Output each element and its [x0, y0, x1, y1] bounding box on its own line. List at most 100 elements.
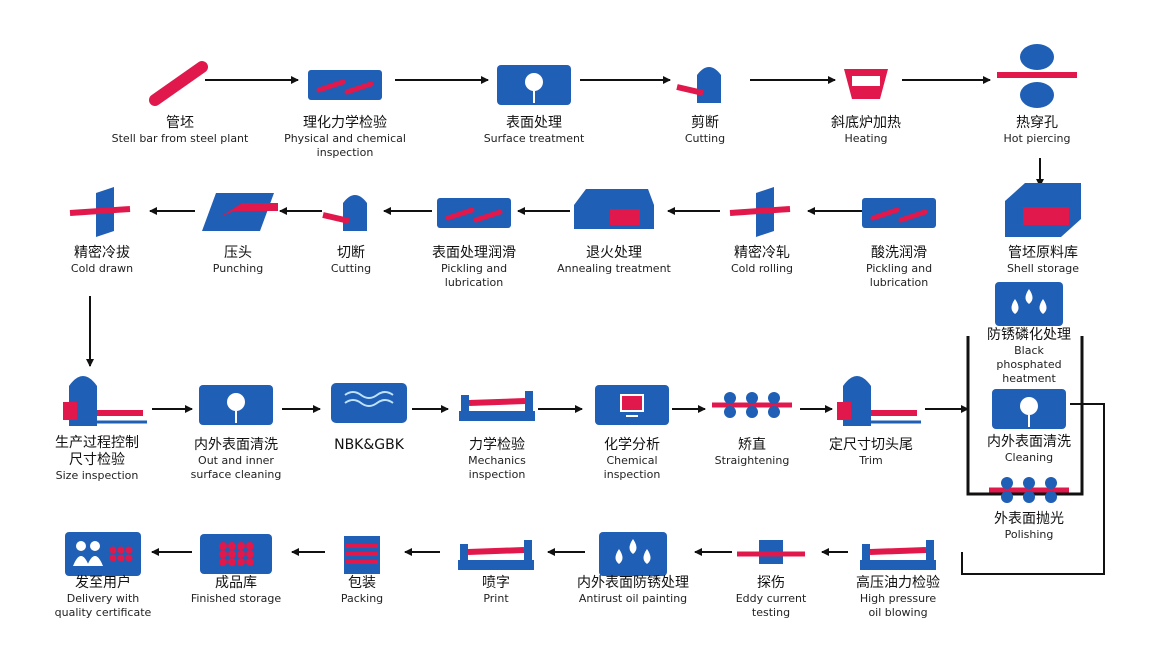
- monitor-box-icon: [595, 385, 669, 425]
- step-name-en: Out and inner surface cleaning: [190, 454, 282, 481]
- step-name-en: Polishing: [1004, 528, 1054, 541]
- step-name-en: Black phosphated heatment: [996, 344, 1062, 385]
- step-name-en: Antirust oil painting: [578, 592, 688, 605]
- step-name-en: Cold rolling: [730, 262, 794, 275]
- step-name-en: Delivery with quality certificate: [54, 592, 152, 619]
- step-name-en: Cutting: [684, 132, 726, 145]
- step-name-en: Packing: [340, 592, 384, 605]
- step-name-cn: 矫直: [738, 437, 766, 453]
- step-name-en: Heating: [844, 132, 888, 145]
- step-name-cn: 表面处理润滑: [432, 245, 516, 261]
- package-icon: [344, 536, 380, 574]
- step-name-en: Pickling and lubrication: [440, 262, 508, 289]
- lamp-box-icon: [199, 385, 273, 425]
- step-name-en: Surface treatment: [483, 132, 585, 145]
- step-name-en: Physical and chemical inspection: [284, 132, 406, 159]
- step-name-cn: 发至用户: [75, 575, 131, 591]
- step-name-en: Cold drawn: [70, 262, 134, 275]
- step-name-en: Annealing treatment: [557, 262, 671, 275]
- cutter-icon: [676, 67, 721, 103]
- furnace-icon: [844, 69, 888, 99]
- step-name-cn: 管坯原料库: [1008, 245, 1078, 261]
- storage-icon: [1005, 183, 1081, 237]
- step-name-en: Eddy current testing: [735, 592, 807, 619]
- annealing-icon: [574, 189, 654, 229]
- step-name-cn: 热穿孔: [1016, 115, 1058, 131]
- step-name-cn: 成品库: [215, 575, 257, 591]
- step-name-en: High pressure oil blowing: [859, 592, 937, 619]
- lamp-box-icon: [497, 65, 571, 105]
- step-name-cn: 理化力学检验: [303, 115, 387, 131]
- step-name-cn: 管坯: [166, 115, 194, 131]
- step-name-en: Size inspection: [55, 469, 139, 482]
- drops-box-icon: [995, 282, 1063, 326]
- step-name-en: Stell bar from steel plant: [111, 132, 249, 145]
- step-name-en: Straightening: [714, 454, 790, 467]
- step-name-cn: 压头: [224, 245, 252, 261]
- flow-connector: [961, 403, 1105, 575]
- step-name-cn: 内外表面清洗: [987, 434, 1071, 450]
- cutter-icon: [322, 195, 367, 231]
- step-name-cn: 表面处理: [506, 115, 562, 131]
- step-name-en: Print: [483, 592, 509, 605]
- step-name-en: Hot piercing: [1003, 132, 1071, 145]
- tank-icon: [331, 383, 407, 423]
- step-name-en: Chemical inspection: [603, 454, 661, 481]
- step-name-cn: 防锈磷化处理: [987, 327, 1071, 343]
- step-name-cn: 内外表面防锈处理: [577, 575, 689, 591]
- step-name-cn: 生产过程控制 尺寸检验: [55, 435, 139, 468]
- step-name-cn: 酸洗润滑: [871, 245, 927, 261]
- step-name-cn: 斜底炉加热: [831, 115, 901, 131]
- piercing-icon: [997, 44, 1077, 108]
- bars-box-icon: [437, 198, 511, 228]
- bars-box-icon: [308, 70, 382, 100]
- step-name-cn: 外表面抛光: [994, 511, 1064, 527]
- users-icon: [65, 532, 141, 576]
- punching-icon: [202, 193, 278, 231]
- bench-icon: [860, 540, 936, 570]
- step-name-cn: 精密冷拔: [74, 245, 130, 261]
- bench-icon: [458, 540, 534, 570]
- probe-icon: [737, 540, 805, 564]
- machine-icon: [837, 376, 921, 426]
- lamp-box-icon: [992, 389, 1066, 429]
- steel-bar-icon: [149, 61, 208, 106]
- step-name-cn: 内外表面清洗: [194, 437, 278, 453]
- step-name-en: Finished storage: [190, 592, 282, 605]
- step-name-cn: 定尺寸切头尾: [829, 437, 913, 453]
- step-name-en: Trim: [859, 454, 883, 467]
- step-name-cn: NBK&GBK: [334, 437, 404, 453]
- step-name-en: Cleaning: [1004, 451, 1054, 464]
- step-name-en: Mechanics inspection: [468, 454, 526, 481]
- step-name-cn: 包装: [348, 575, 376, 591]
- bench-icon: [459, 391, 535, 421]
- die-icon: [69, 187, 131, 237]
- step-name-en: Cutting: [330, 262, 372, 275]
- bundle-icon: [200, 534, 272, 574]
- step-name-cn: 切断: [337, 245, 365, 261]
- process-step-label: NBK&GBK: [294, 437, 444, 454]
- machine-icon: [63, 376, 147, 426]
- step-name-cn: 剪断: [691, 115, 719, 131]
